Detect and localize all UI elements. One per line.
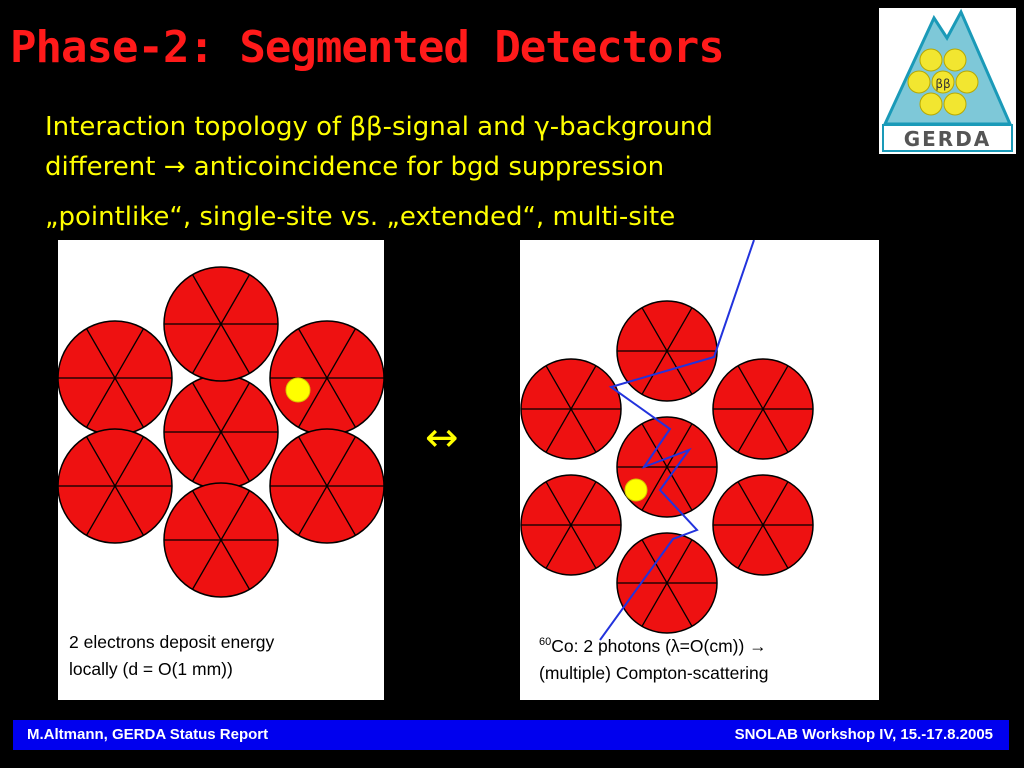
multi-site-detector-array — [520, 240, 814, 641]
single-site-panel: 2 electrons deposit energy locally (d = … — [58, 240, 384, 700]
single-site-crystal-upper-right — [269, 320, 384, 436]
multi-site-crystal-lower-left — [520, 474, 622, 576]
single-site-crystal-upper-left — [58, 320, 173, 436]
multi-site-hit — [624, 478, 648, 502]
slide-title: Phase-2: Segmented Detectors — [10, 22, 725, 73]
single-site-crystal-center — [163, 374, 279, 490]
multi-site-crystal-bottom — [616, 532, 718, 634]
single-site-detector-array — [58, 266, 384, 598]
single-site-caption: 2 electrons deposit energy locally (d = … — [69, 629, 274, 683]
single-site-hit — [285, 377, 311, 403]
gamma-track — [599, 240, 755, 641]
anticoincidence-line: different → anticoincidence for bgd supp… — [45, 152, 665, 182]
multi-site-caption-line-2: (multiple) Compton-scattering — [539, 662, 769, 683]
footer-event: SNOLAB Workshop IV, 15.-17.8.2005 — [734, 726, 993, 743]
logo-label: GERDA — [904, 127, 992, 151]
gerda-logo: ββ GERDA — [879, 8, 1016, 154]
single-site-crystal-lower-left — [58, 428, 173, 544]
footer-author: M.Altmann, GERDA Status Report — [27, 726, 269, 743]
topology-line: Interaction topology of ββ-signal and γ-… — [45, 112, 713, 142]
multi-site-crystal-top — [616, 300, 718, 402]
multi-site-crystal-upper-left — [520, 358, 622, 460]
single-site-crystal-bottom — [163, 482, 279, 598]
multi-site-panel: 60Co: 2 photons (λ=O(cm)) → (multiple) C… — [520, 240, 879, 700]
multi-site-crystal-lower-right — [712, 474, 814, 576]
comparison-arrow: ↔ — [425, 415, 459, 461]
multi-site-caption-line-1: 60Co: 2 photons (λ=O(cm)) → — [539, 629, 769, 660]
single-site-caption-line-1: 2 electrons deposit energy — [69, 632, 275, 652]
single-site-crystal-top — [163, 266, 279, 382]
logo-symbol: ββ — [935, 77, 950, 91]
single-site-caption-line-2: locally (d = O(1 mm)) — [69, 659, 233, 679]
multi-site-caption: 60Co: 2 photons (λ=O(cm)) → (multiple) C… — [539, 629, 769, 687]
photon-description: Co: 2 photons (λ=O(cm)) → — [551, 635, 767, 656]
single-site-crystal-lower-right — [269, 428, 384, 544]
multi-site-crystal-upper-right — [712, 358, 814, 460]
isotope-mass-number: 60 — [539, 636, 552, 648]
footer-bar: M.Altmann, GERDA Status Report SNOLAB Wo… — [13, 720, 1009, 750]
site-comparison-line: „pointlike“, single-site vs. „extended“,… — [45, 202, 676, 232]
